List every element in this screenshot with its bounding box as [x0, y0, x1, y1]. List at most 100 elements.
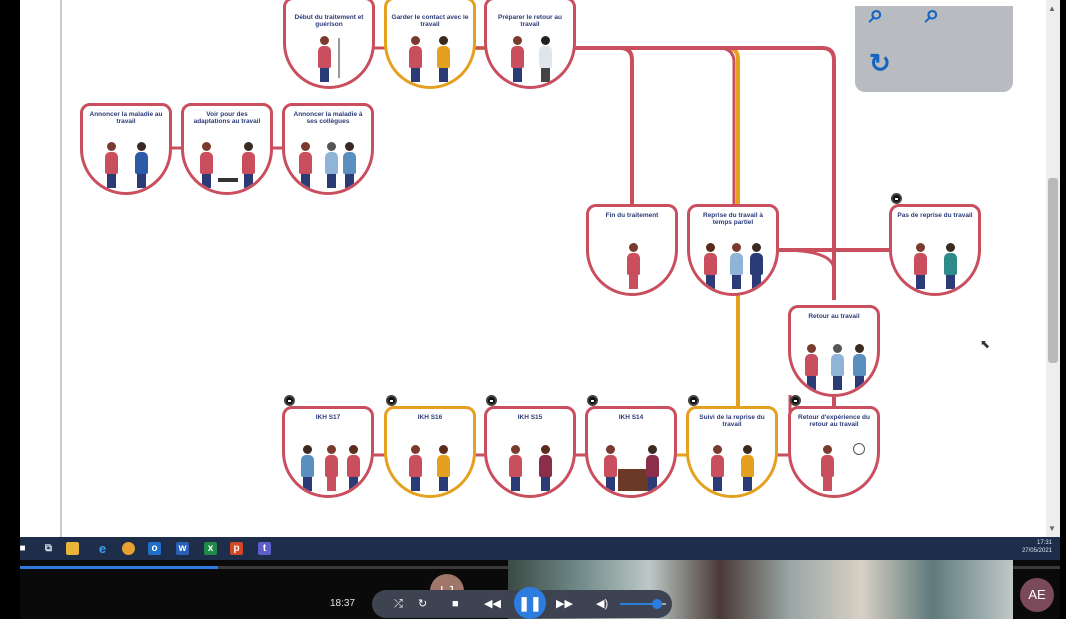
card-garder-contact[interactable]: Garder le contact avec le travail [384, 0, 476, 89]
card-title: Reprise du travail à temps partiel [703, 212, 763, 227]
card-illustration [487, 28, 573, 86]
reset-view-icon[interactable]: ↻ [869, 48, 891, 78]
card-title: IKH S15 [517, 414, 543, 421]
card-title: IKH S17 [315, 414, 341, 421]
lock-icon [688, 395, 699, 406]
card-adaptations[interactable]: Voir pour des adaptations au travail [181, 103, 273, 195]
video-player-bar: LJ AE 18:37 ⤮ ↻ ■ ◀◀ ❚❚ ▶▶ ◀) [20, 560, 1060, 619]
card-preparer-retour[interactable]: Préparer le retour au travail [484, 0, 576, 89]
edge-icon[interactable]: e [98, 541, 107, 556]
clock-time: 17:31 [1036, 540, 1052, 546]
card-retour-au-travail[interactable]: Retour au travail [788, 305, 880, 397]
card-ikh-s15[interactable]: IKH S15 [484, 406, 576, 498]
scroll-thumb[interactable] [1048, 178, 1058, 363]
card-illustration [689, 437, 775, 495]
teams-icon[interactable]: t [258, 542, 271, 555]
lock-icon [284, 395, 295, 406]
card-illustration [588, 437, 674, 495]
volume-knob[interactable] [651, 599, 662, 609]
card-fin-traitement[interactable]: Fin du traitement [586, 204, 678, 296]
card-illustration [892, 235, 978, 293]
card-ikh-s16[interactable]: IKH S16 [384, 406, 476, 498]
card-title: Annoncer la maladie à ses collègues [293, 111, 363, 126]
card-illustration [387, 28, 473, 86]
lock-icon [891, 193, 902, 204]
left-edge [0, 0, 20, 619]
stop-icon[interactable]: ■ [452, 598, 459, 610]
card-illustration [286, 28, 372, 86]
card-title: IKH S14 [618, 414, 644, 421]
canvas-divider [60, 0, 62, 537]
red-path-fin [570, 46, 634, 210]
shuffle-icon[interactable]: ⤮ [394, 598, 403, 610]
zoom-in-icon[interactable]: ⌕ [925, 0, 940, 28]
card-title: Fin du traitement [605, 212, 659, 219]
repeat-icon[interactable]: ↻ [418, 598, 428, 610]
card-suivi-reprise[interactable]: Suivi de la reprise du travail [686, 406, 778, 498]
scroll-up-icon[interactable]: ▲ [1048, 4, 1056, 13]
lock-icon [486, 395, 497, 406]
right-edge [1060, 0, 1066, 619]
powerpoint-icon[interactable]: p [230, 542, 243, 555]
playback-controls: ⤮ ↻ ■ ◀◀ ❚❚ ▶▶ ◀) [372, 587, 672, 619]
lock-icon [587, 395, 598, 406]
excel-icon[interactable]: x [204, 542, 217, 555]
pause-button[interactable]: ❚❚ [514, 587, 546, 619]
lock-icon [386, 395, 397, 406]
volume-slider[interactable] [620, 599, 666, 609]
rewind-icon[interactable]: ◀◀ [484, 598, 501, 610]
card-illustration [589, 235, 675, 293]
card-title: Garder le contact avec le travail [391, 14, 469, 29]
windows-taskbar: ■ ⧉ e o w x p t 17:31 27/05/2021 [19, 537, 1060, 560]
task-view-icon[interactable]: ⧉ [44, 543, 53, 554]
word-icon[interactable]: w [176, 542, 189, 555]
participant-avatar[interactable]: AE [1020, 578, 1054, 612]
card-title: Préparer le retour au travail [498, 14, 562, 29]
red-path-reprise [570, 46, 736, 210]
clock-date: 27/05/2021 [1021, 548, 1052, 555]
outlook-icon[interactable]: o [148, 542, 161, 555]
zoom-out-icon[interactable]: ⌕ [869, 0, 884, 28]
card-illustration [83, 134, 169, 192]
card-debut-traitement[interactable]: Début du traitement et guérison [283, 0, 375, 89]
progress-fill [20, 566, 218, 569]
scroll-down-icon[interactable]: ▼ [1048, 524, 1056, 533]
card-ikh-s17[interactable]: IKH S17 [282, 406, 374, 498]
vertical-scrollbar[interactable]: ▲ ▼ [1046, 0, 1060, 537]
card-illustration [285, 437, 371, 495]
card-annoncer-travail[interactable]: Annoncer la maladie au travail [80, 103, 172, 195]
volume-fill [620, 603, 657, 605]
card-title: Retour au travail [808, 313, 860, 320]
card-illustration [690, 235, 776, 293]
elapsed-time: 18:37 [330, 598, 356, 609]
card-ikh-s14[interactable]: IKH S14 [585, 406, 677, 498]
windows-icon[interactable]: ■ [19, 543, 26, 554]
card-title: Voir pour des adaptations au travail [193, 111, 261, 126]
card-reprise-temps-partiel[interactable]: Reprise du travail à temps partiel [687, 204, 779, 296]
card-illustration [184, 134, 270, 192]
clock-icon [853, 443, 865, 455]
volume-icon[interactable]: ◀) [596, 598, 609, 610]
card-title: Début du traitement et guérison [294, 14, 364, 29]
lock-icon [790, 395, 801, 406]
card-retour-experience[interactable]: Retour d'expérience du retour au travail [788, 406, 880, 498]
red-path-branch [779, 248, 836, 271]
fast-forward-icon[interactable]: ▶▶ [556, 598, 573, 610]
card-illustration [791, 437, 877, 495]
card-illustration [387, 437, 473, 495]
red-path-retour [590, 46, 836, 300]
mouse-pointer-icon: ⬉ [980, 337, 991, 351]
card-title: Retour d'expérience du retour au travail [798, 414, 870, 429]
card-pas-de-reprise[interactable]: Pas de reprise du travail [889, 204, 981, 296]
card-annoncer-collegues[interactable]: Annoncer la maladie à ses collègues [282, 103, 374, 195]
system-clock[interactable]: 17:31 27/05/2021 [1022, 539, 1052, 555]
card-illustration [487, 437, 573, 495]
card-title: Suivi de la reprise du travail [699, 414, 765, 429]
chrome-icon[interactable] [122, 542, 135, 555]
card-illustration [285, 134, 371, 192]
zoom-tools-panel: ⌕ ⌕ ↻ [855, 0, 1013, 92]
file-explorer-icon[interactable] [66, 542, 79, 555]
card-title: Pas de reprise du travail [897, 212, 973, 219]
card-illustration [791, 336, 877, 394]
